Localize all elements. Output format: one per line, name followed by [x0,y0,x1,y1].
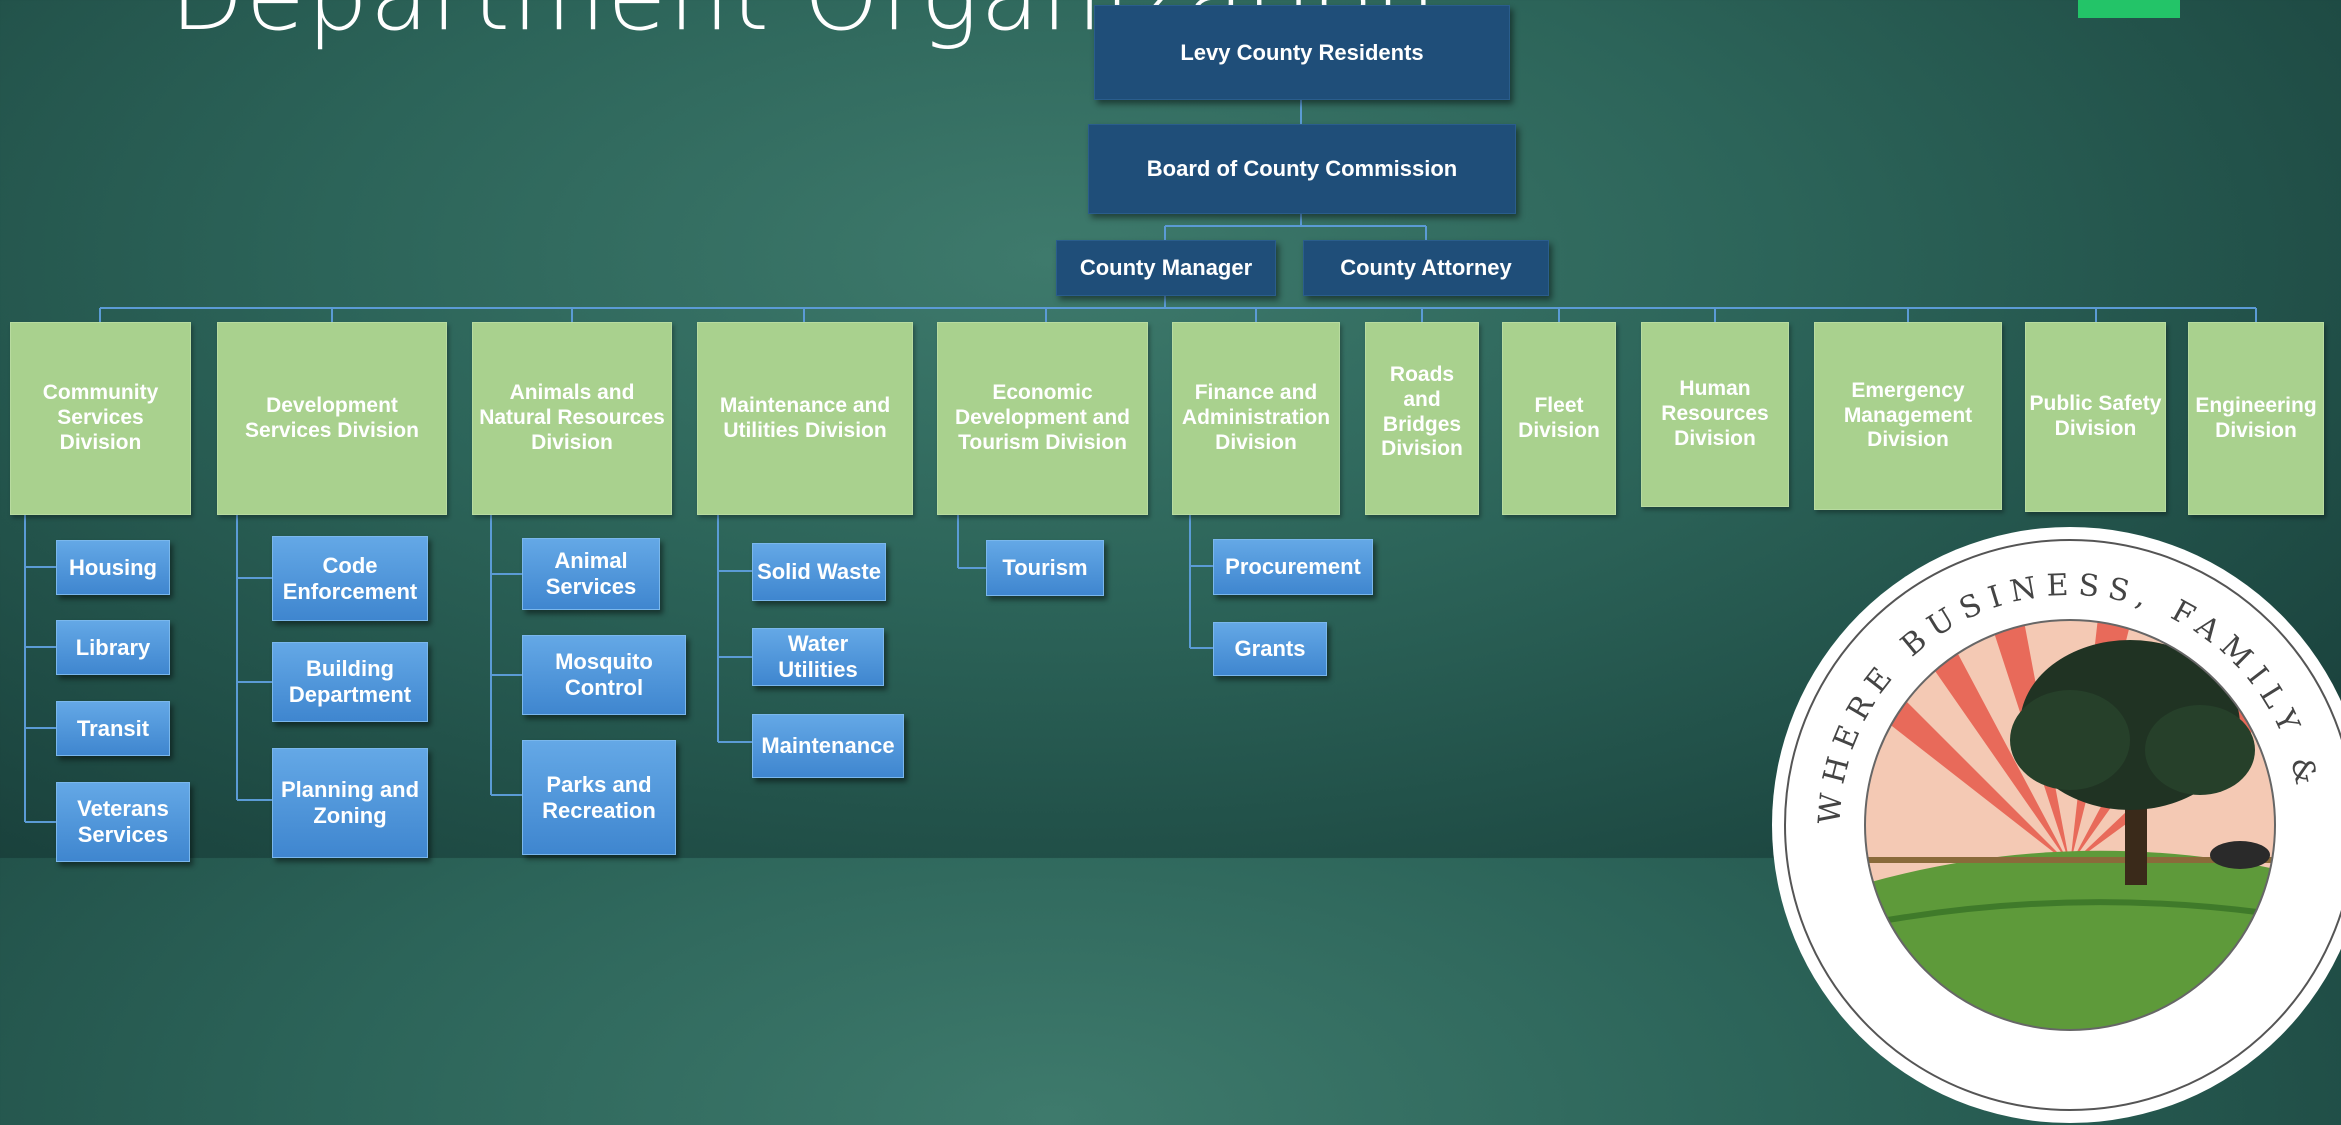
node-county-manager: County Manager [1056,240,1276,296]
county-seal-logo: WHERE BUSINESS, FAMILY & NATURE [1770,525,2341,1123]
sub-housing: Housing [56,540,170,595]
sub-solid-waste: Solid Waste [752,543,886,601]
sub-library: Library [56,620,170,675]
sub-water-utilities: Water Utilities [752,628,884,686]
sub-animal-services: Animal Services [522,538,660,610]
division-development-services: Development Services Division [217,322,447,515]
division-economic-development: Economic Development and Tourism Divisio… [937,322,1148,515]
division-animals-natural-resources: Animals and Natural Resources Division [472,322,672,515]
sub-veterans-services: Veterans Services [56,782,190,862]
node-county-attorney: County Attorney [1303,240,1549,296]
sub-building-department: Building Department [272,642,428,722]
accent-tab [2078,0,2180,18]
division-finance-administration: Finance and Administration Division [1172,322,1340,515]
sub-procurement: Procurement [1213,539,1373,595]
sub-maintenance: Maintenance [752,714,904,778]
sub-planning-zoning: Planning and Zoning [272,748,428,858]
sub-mosquito-control: Mosquito Control [522,635,686,715]
sub-transit: Transit [56,701,170,756]
division-roads-bridges: Roads and Bridges Division [1365,322,1479,515]
division-fleet: Fleet Division [1502,322,1616,515]
division-engineering: Engineering Division [2188,322,2324,515]
sub-code-enforcement: Code Enforcement [272,536,428,621]
node-board: Board of County Commission [1088,124,1516,214]
sub-grants: Grants [1213,622,1327,676]
sub-parks-recreation: Parks and Recreation [522,740,676,855]
division-community-services: Community Services Division [10,322,191,515]
division-public-safety: Public Safety Division [2025,322,2166,512]
division-emergency-management: Emergency Management Division [1814,322,2002,510]
division-maintenance-utilities: Maintenance and Utilities Division [697,322,913,515]
node-residents: Levy County Residents [1094,5,1510,100]
division-human-resources: Human Resources Division [1641,322,1789,507]
sub-tourism: Tourism [986,540,1104,596]
